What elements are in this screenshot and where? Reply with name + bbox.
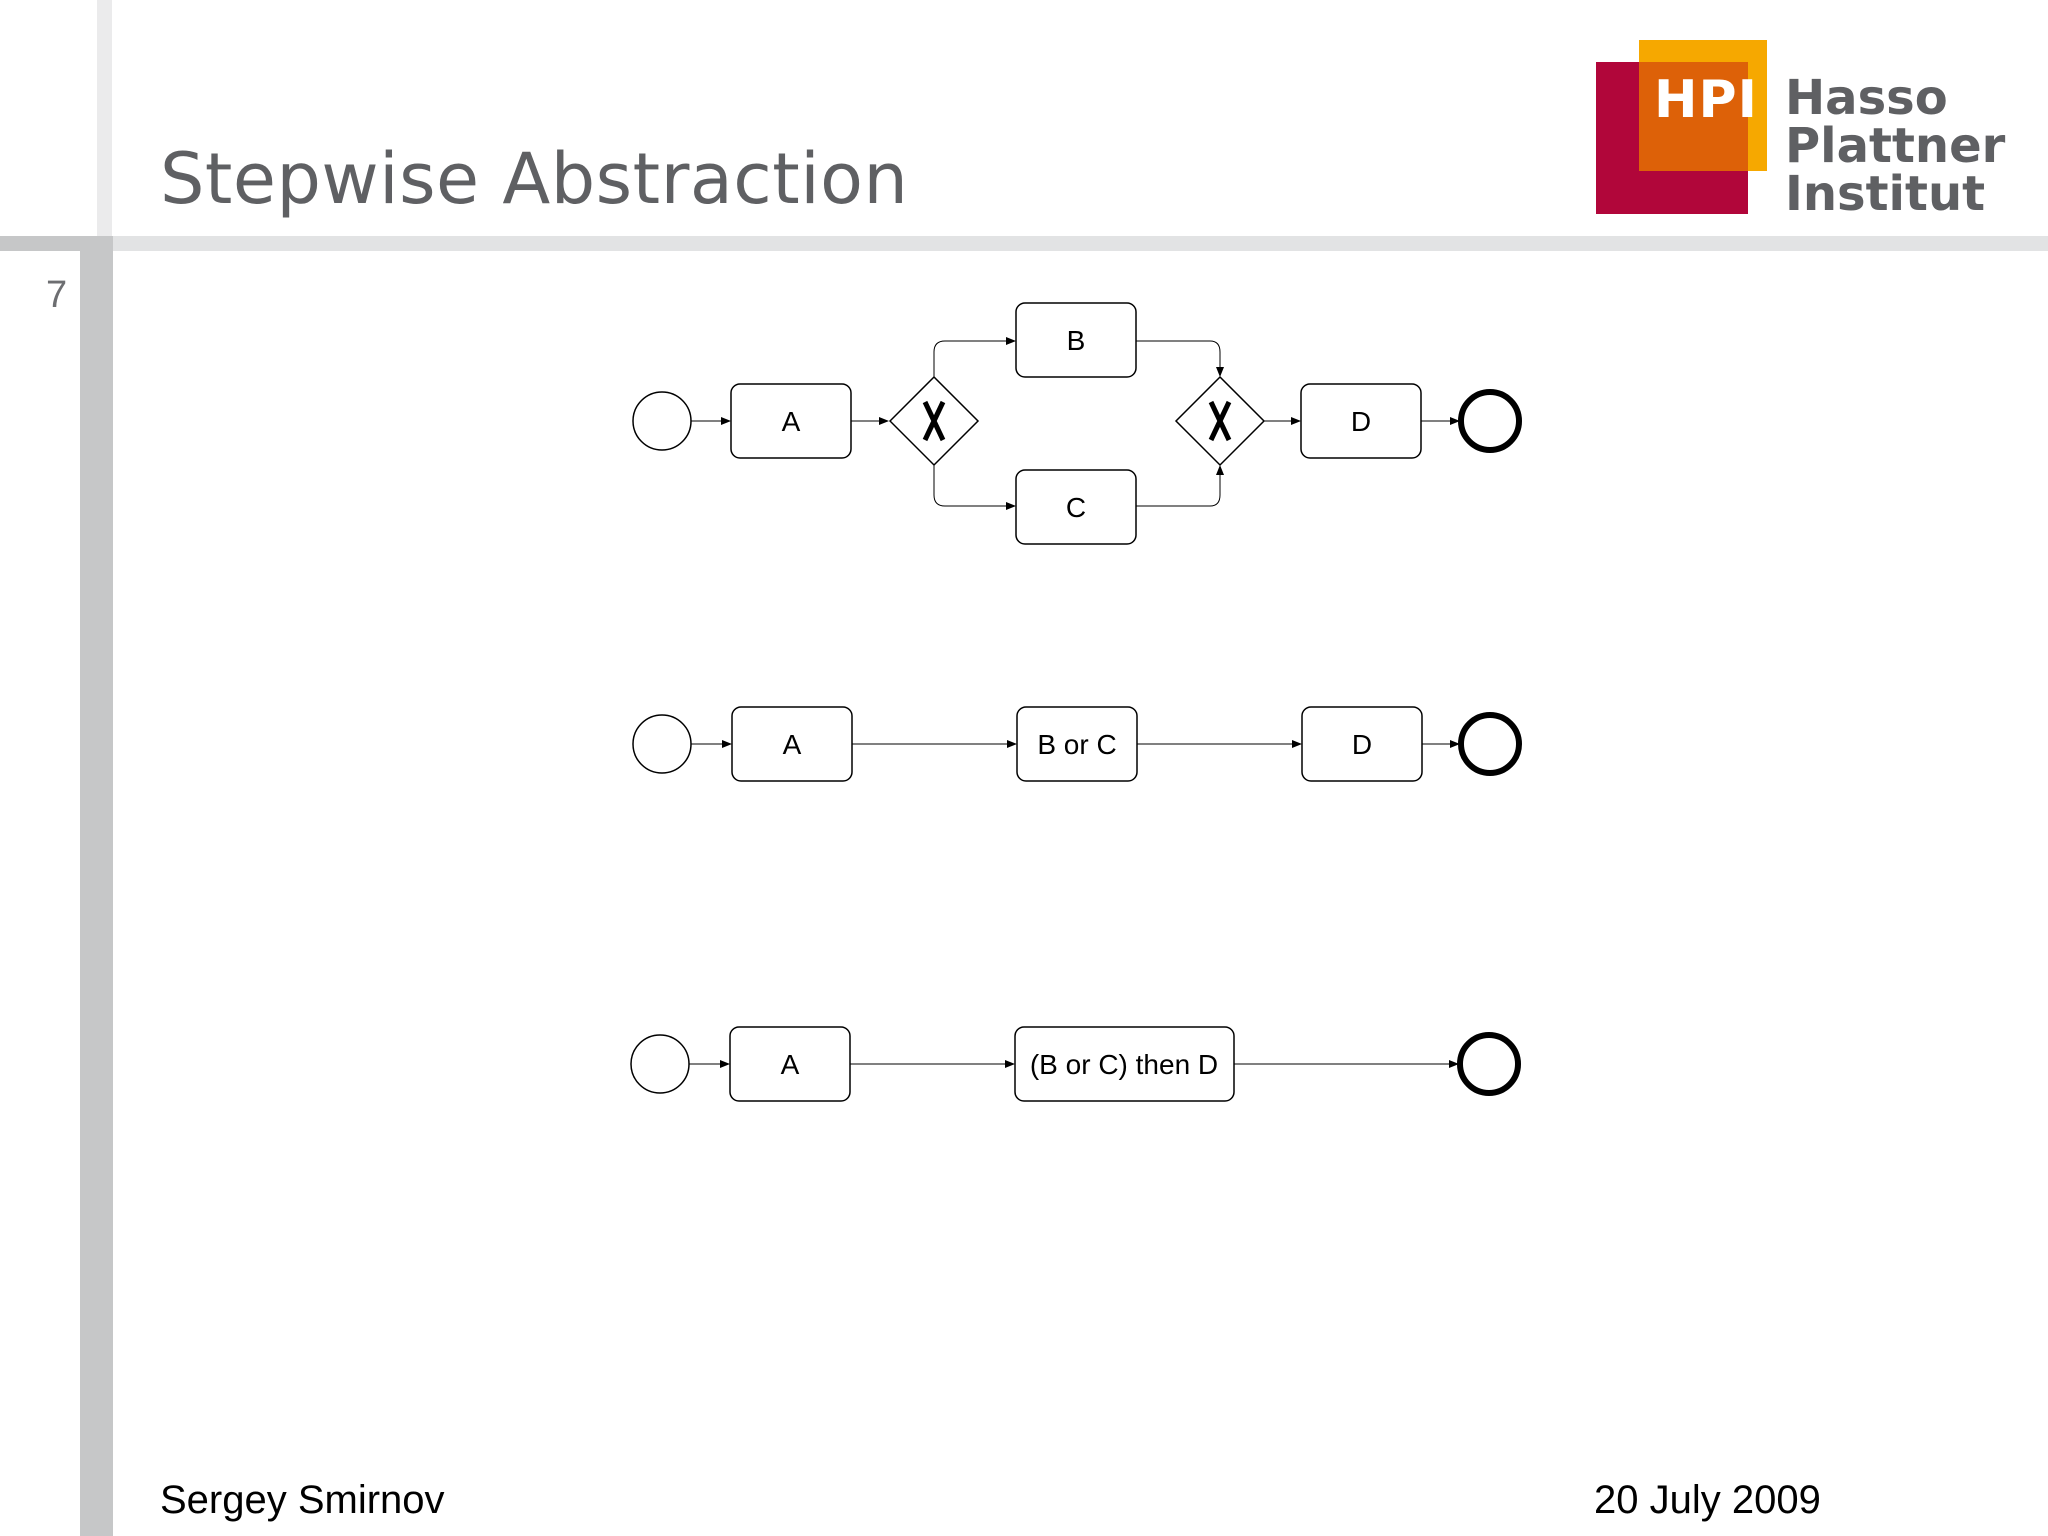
slide-number: 7 (46, 274, 68, 316)
end-event (1458, 389, 1522, 453)
end-event (1457, 1032, 1521, 1096)
sequence-flow-upper (933, 337, 1016, 377)
slide-title: Stepwise Abstraction (160, 138, 909, 220)
logo-abbreviation: HPI (1654, 70, 1758, 130)
task-label: A (781, 1049, 800, 1080)
diagram-full-process: A B C D (632, 302, 1522, 545)
task-label: D (1352, 729, 1372, 760)
task-box (1015, 469, 1137, 545)
sequence-flow-upper-join (1136, 340, 1224, 377)
start-event (632, 391, 692, 451)
header-divider (0, 236, 2048, 251)
task-box (1015, 302, 1137, 378)
xor-join-marker (1208, 400, 1232, 442)
diagram-abstraction-1: A B or C D (632, 706, 1522, 782)
footer-author: Sergey Smirnov (160, 1478, 445, 1522)
footer-date: 20 July 2009 (1594, 1478, 1821, 1522)
hpi-logo: HPI Hasso Plattner Institut (1596, 40, 2005, 220)
header-divider-corner (0, 236, 113, 251)
sequence-flow-lower-join (1136, 465, 1224, 507)
sequence-flow-lower (933, 465, 1016, 510)
logo-word-hasso: Hasso (1785, 70, 1948, 126)
left-accent-bar (80, 248, 113, 1536)
diagram-abstraction-2: A (B or C) then D (630, 1026, 1521, 1102)
xor-split-marker (922, 400, 946, 442)
task-label: B (1067, 325, 1086, 356)
end-event (1458, 712, 1522, 776)
start-event (630, 1034, 690, 1094)
logo-word-institut: Institut (1785, 166, 1986, 222)
task-label: D (1351, 406, 1371, 437)
logo-word-plattner: Plattner (1785, 118, 2006, 174)
task-label: B or C (1037, 729, 1116, 760)
task-label: A (782, 406, 801, 437)
task-label: C (1066, 492, 1086, 523)
task-label: (B or C) then D (1030, 1049, 1218, 1080)
logo-orange-square (1639, 62, 1748, 171)
start-event (632, 714, 692, 774)
task-label: A (783, 729, 802, 760)
